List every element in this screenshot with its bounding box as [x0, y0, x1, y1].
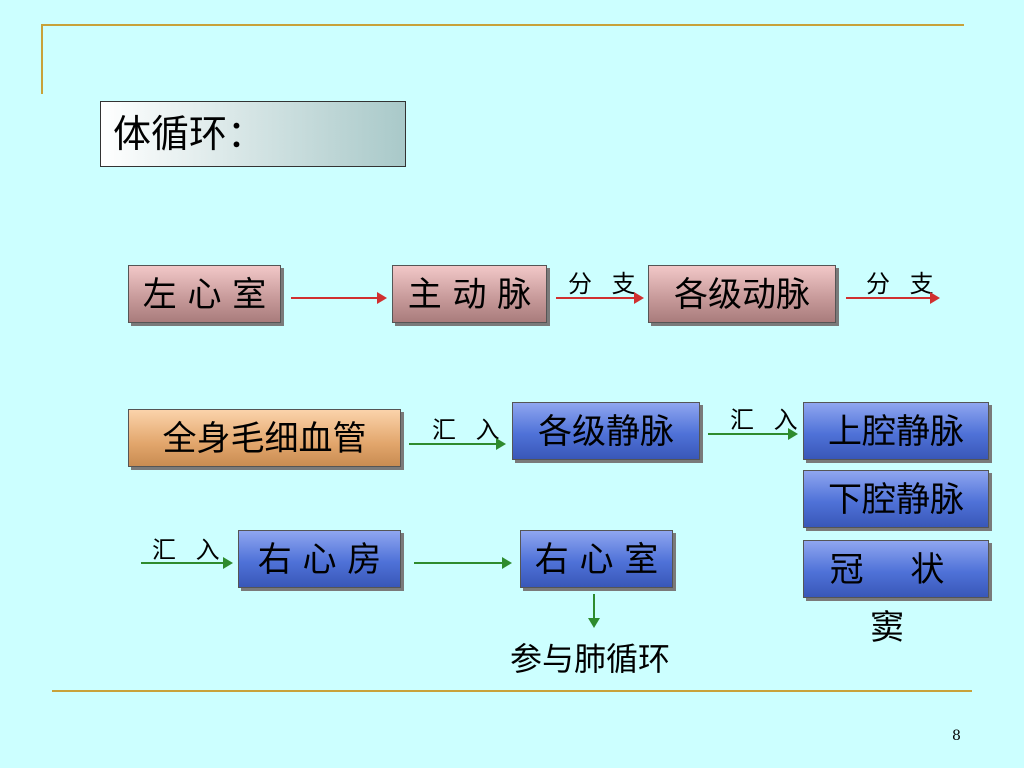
arrow-atrium-to-ventricle	[414, 557, 512, 569]
top-rule	[42, 24, 964, 26]
left-rule	[41, 24, 43, 94]
arrow-arteries-onward	[846, 292, 940, 304]
arrow-veins-to-cava	[708, 428, 798, 440]
arrow-into-right-atrium	[141, 557, 233, 569]
label-converge-2: 汇 入	[730, 406, 804, 434]
arrow-lv-to-aorta	[291, 292, 387, 304]
node-superior-vena-cava: 上腔静脉	[803, 402, 989, 460]
arrow-aorta-to-arteries	[556, 292, 644, 304]
arrow-capillaries-to-veins	[409, 438, 506, 450]
node-arteries: 各级动脉	[648, 265, 836, 323]
caption-pulmonary-circulation: 参与肺循环	[510, 640, 671, 678]
arrow-down-to-pulmonary	[588, 594, 600, 628]
bottom-rule	[52, 690, 972, 692]
page-number: 8	[952, 728, 961, 744]
node-veins: 各级静脉	[512, 402, 700, 460]
label-branch-2: 分 支	[866, 270, 940, 298]
node-capillaries: 全身毛细血管	[128, 409, 401, 467]
node-inferior-vena-cava: 下腔静脉	[803, 470, 989, 528]
label-branch-1: 分 支	[568, 270, 642, 298]
node-right-ventricle: 右 心 室	[520, 530, 673, 588]
label-converge-3: 汇 入	[152, 536, 226, 564]
label-converge-1: 汇 入	[432, 416, 506, 444]
node-right-atrium: 右 心 房	[238, 530, 401, 588]
node-coronary-sinus: 冠 状 窦	[803, 540, 989, 648]
node-aorta: 主 动 脉	[392, 265, 547, 323]
node-left-ventricle: 左 心 室	[128, 265, 281, 323]
slide-title: 体循环：	[100, 101, 406, 167]
